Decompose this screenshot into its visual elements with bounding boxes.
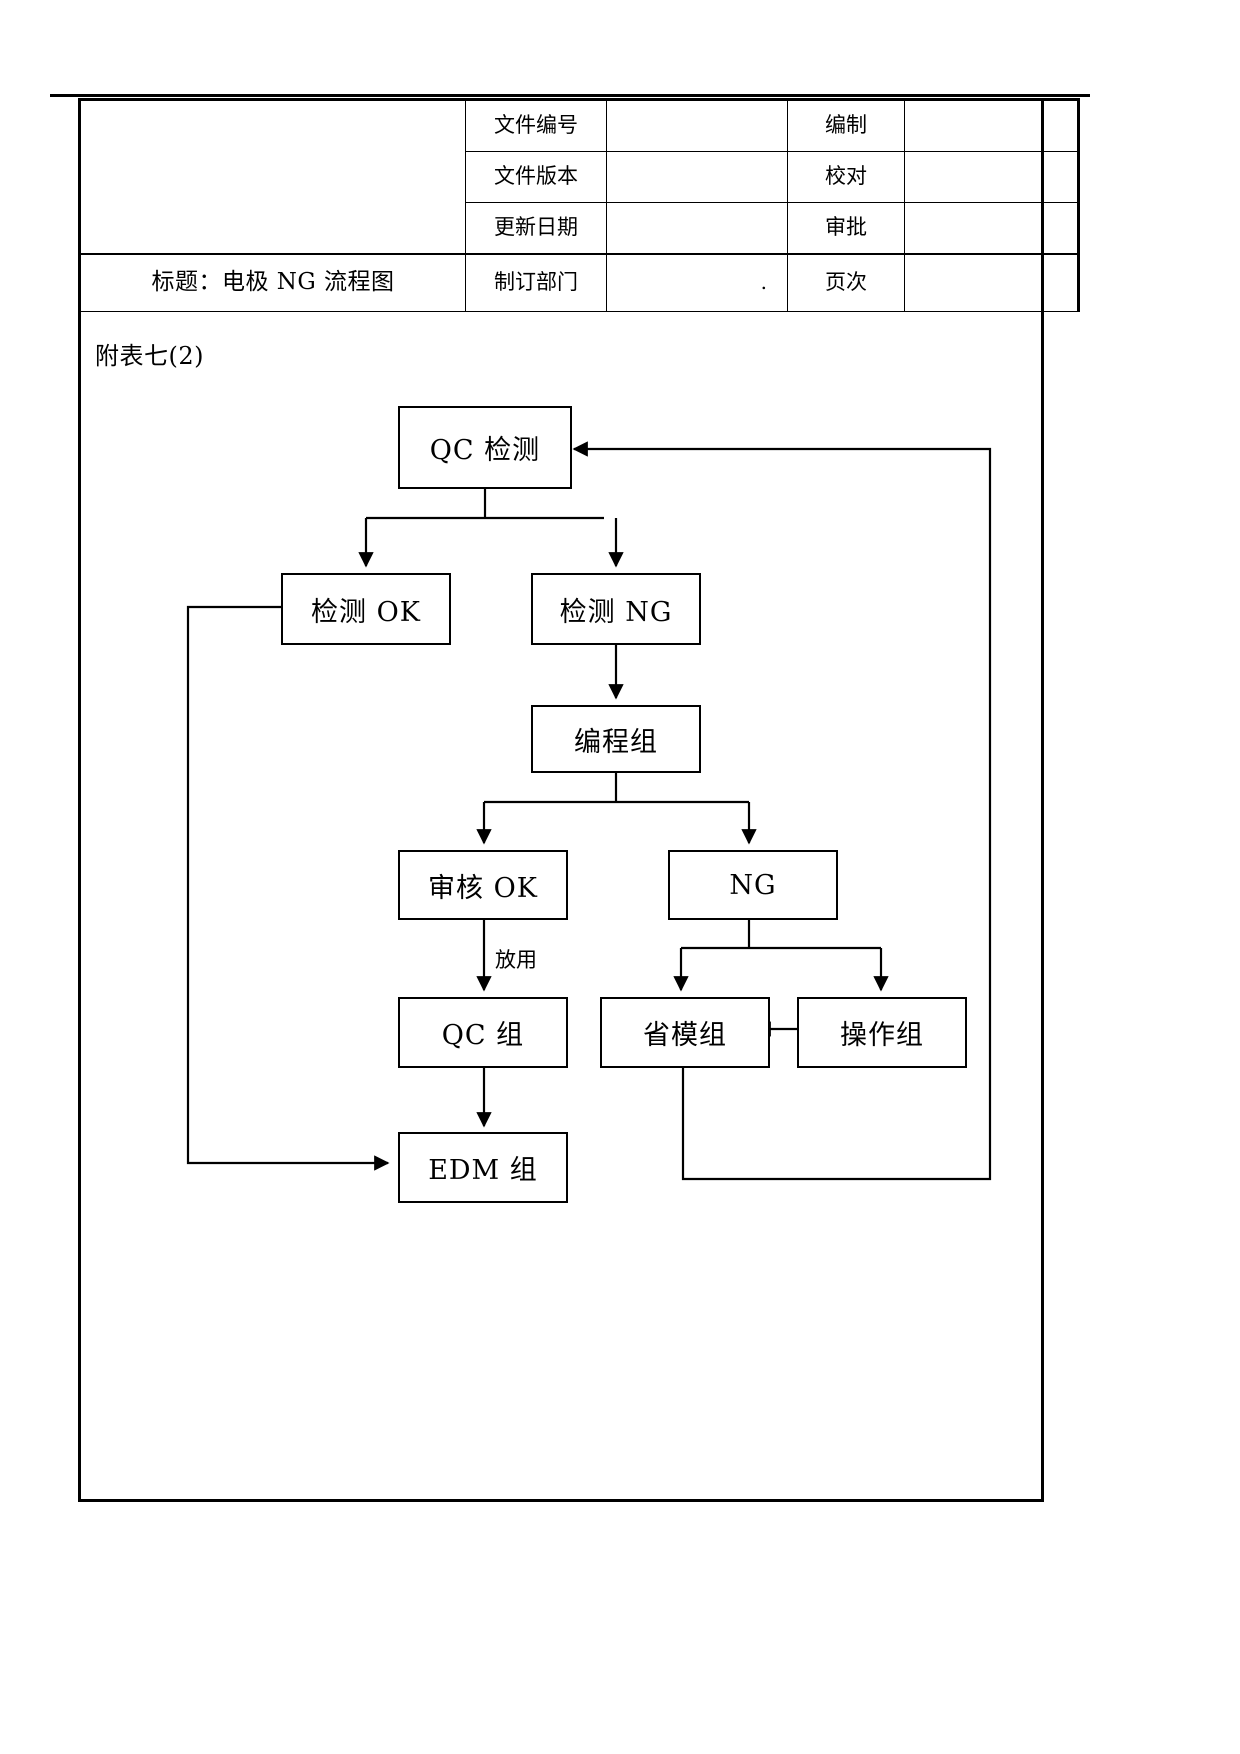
flow-node-review-ng[interactable]: NG [668, 850, 838, 920]
header-row-3: 更新日期 审批 [80, 202, 1080, 255]
flow-node-edm-group[interactable]: EDM 组 [398, 1132, 568, 1203]
document-header-table: 文件编号 编制 文件版本 校对 更新日期 审批 标题：电极 NG 流程图 制订部… [78, 98, 1080, 312]
header-label-page-number: 页次 [787, 253, 905, 312]
header-label-checked-by: 校对 [787, 151, 905, 203]
flow-node-qc-group[interactable]: QC 组 [398, 997, 568, 1068]
header-row-title: 标题：电极 NG 流程图 制订部门 . 页次 [78, 253, 1080, 312]
flow-node-programming-group[interactable]: 编程组 [531, 705, 701, 773]
header-row-1: 文件编号 编制 [78, 98, 1080, 255]
header-label-doc-version: 文件版本 [465, 151, 607, 203]
header-label-doc-number: 文件编号 [465, 98, 607, 152]
header-value-doc-version[interactable] [606, 151, 788, 203]
header-row-2: 文件版本 校对 [80, 151, 1080, 203]
flow-node-operation-group[interactable]: 操作组 [797, 997, 967, 1068]
flowchart: QC 检测 检测 OK 检测 NG 编程组 审核 OK NG QC 组 省模组 … [78, 98, 1044, 1502]
header-value-checked-by[interactable] [904, 151, 1080, 203]
flow-node-inspection-ok[interactable]: 检测 OK [281, 573, 451, 645]
edge-label-release-for-use: 放用 [493, 944, 539, 974]
header-label-prepared-by: 编制 [787, 98, 905, 152]
flow-node-review-ok[interactable]: 审核 OK [398, 850, 568, 920]
flow-node-mold-polishing-group[interactable]: 省模组 [600, 997, 770, 1068]
appendix-label: 附表七(2) [95, 342, 204, 370]
flow-node-inspection-ng[interactable]: 检测 NG [531, 573, 701, 645]
header-logo-cell [78, 98, 466, 255]
header-value-page-number[interactable] [904, 253, 1080, 312]
flow-node-qc-inspection[interactable]: QC 检测 [398, 406, 572, 489]
document-title: 标题：电极 NG 流程图 [78, 253, 466, 312]
page-top-rule [50, 94, 1090, 97]
edge-shengmo-to-qc [572, 441, 992, 1181]
header-label-update-date: 更新日期 [465, 202, 607, 255]
header-value-issuing-dept[interactable]: . [606, 253, 788, 312]
edge-jianceok-to-edm [186, 605, 390, 1171]
issuing-dept-dot: . [760, 270, 767, 295]
flowchart-connectors [186, 441, 992, 1181]
header-value-prepared-by[interactable] [904, 98, 1080, 152]
